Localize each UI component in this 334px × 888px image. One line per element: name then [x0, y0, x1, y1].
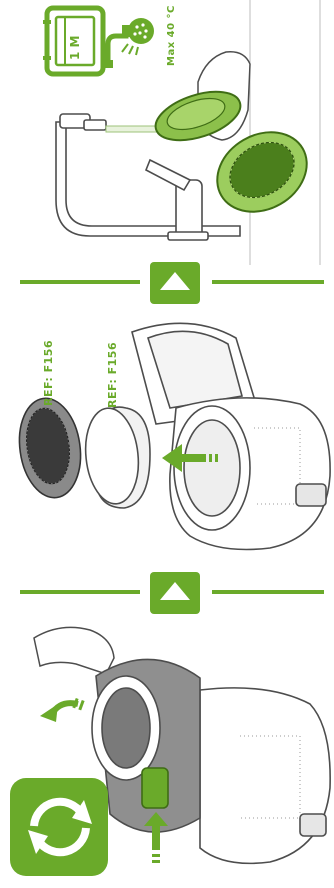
mesh-filter-illustration: [13, 394, 86, 501]
step-open-illustration: [0, 618, 334, 884]
step-separator: [0, 258, 334, 308]
foam-filter-illustration: [81, 406, 150, 508]
ref-label-mesh-filter: REF: F156: [42, 340, 55, 406]
water-tap-icon: [103, 18, 154, 68]
rotate-arrow-icon: [40, 698, 85, 722]
hand-illustration: [34, 627, 114, 674]
step-replace-filter-panel: REF: F156 REF: F156: [0, 308, 334, 558]
step-separator: [0, 568, 334, 618]
temperature-label: Max 40 °C: [166, 5, 177, 66]
calendar-month-label: 1 M: [68, 36, 82, 60]
ref-label-foam-filter: REF: F156: [106, 342, 119, 408]
step-clean-panel: Max 40 °C 1 M: [0, 0, 334, 265]
step-open-container-panel: [0, 618, 334, 884]
hand-illustration: [150, 52, 250, 150]
dust-container-illustration: [92, 659, 330, 863]
refresh-cycle-icon: [10, 778, 108, 876]
dust-container-illustration: [132, 323, 330, 549]
